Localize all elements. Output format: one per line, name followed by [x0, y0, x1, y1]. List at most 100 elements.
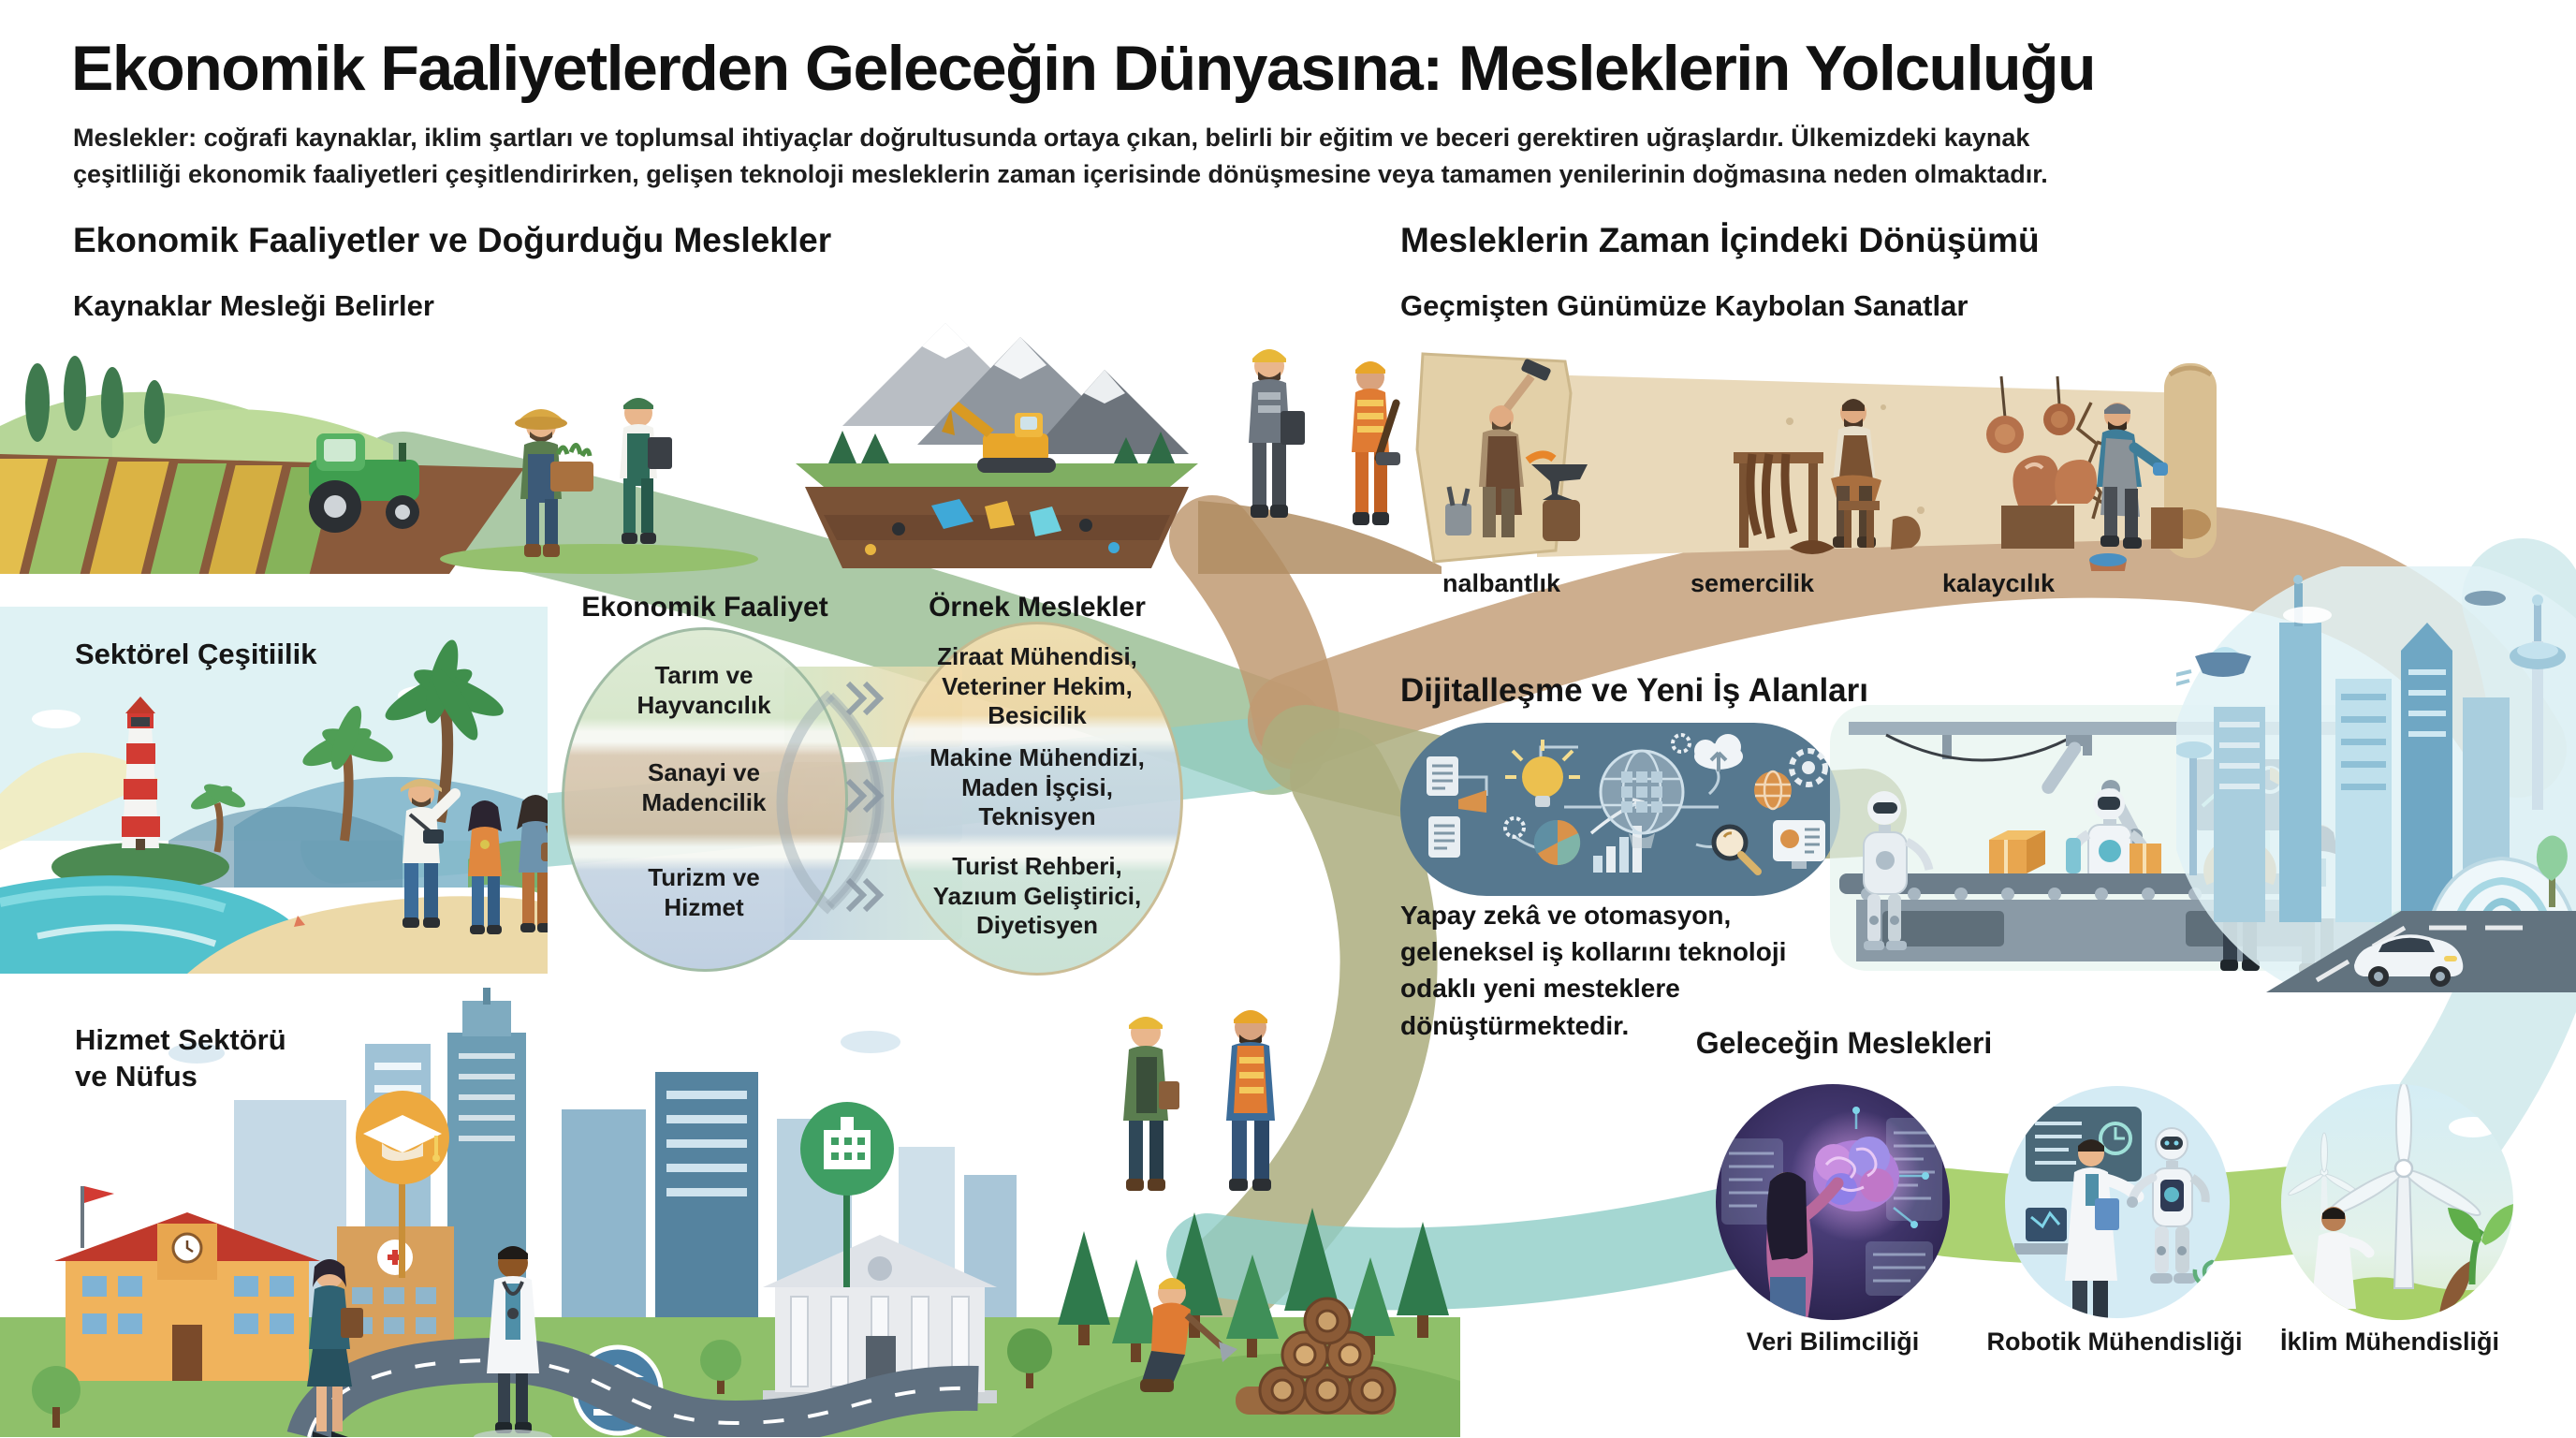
digital-paragraph: Yapay zekâ ve otomasyon, geleneksel iş k… — [1400, 901, 1787, 1040]
drone — [2465, 591, 2506, 606]
futuristic-city-scene — [2176, 566, 2576, 992]
school-building — [54, 1186, 320, 1381]
mining-worker — [1352, 361, 1400, 525]
lighthouse — [122, 697, 160, 850]
tourist-woman-bag — [517, 795, 548, 932]
chevron-right-icon — [845, 681, 885, 913]
tin-pot — [2089, 553, 2127, 571]
activities-ellipse — [562, 627, 848, 972]
autonomous-car — [2354, 934, 2464, 987]
axe — [1219, 1342, 1237, 1362]
wind-turbine-icon — [2326, 1084, 2481, 1289]
left-section-title: Ekonomik Faaliyetler ve Doğurduğu Meslek… — [73, 221, 832, 259]
resources-caption: Kaynaklar Mesleği Belirler — [73, 289, 434, 322]
professions-row-1: Ziraat Mühendisi, Veteriner Hekim, Besic… — [937, 642, 1137, 730]
desk-monitor — [2026, 1208, 2067, 1241]
teacher-tablet — [341, 1308, 363, 1338]
professions-ellipse — [891, 622, 1183, 976]
blacksmith-vignette — [1445, 359, 1588, 541]
big-gear-icon — [1789, 748, 1828, 787]
leather-straps — [1746, 453, 1798, 539]
activity-row-3: Turizm ve Hizmet — [648, 863, 760, 921]
document-icon — [1427, 756, 1460, 858]
lightbulb-icon — [1505, 740, 1580, 807]
copper-jugs — [2001, 455, 2097, 549]
activity-row-1: Tarım ve Hayvancılık — [637, 661, 771, 719]
future-label-iklim: İklim Mühendisliği — [2279, 1328, 2500, 1356]
professions-header: Örnek Meslekler — [929, 592, 1146, 623]
megaphone-icon — [1458, 790, 1486, 813]
digital-section-title: Dijitalleşme ve Yeni İş Alanları — [1400, 672, 1868, 709]
humanoid-robot — [2127, 1127, 2210, 1284]
future-circle-climate — [2281, 1084, 2513, 1320]
right-section-title: Mesleklerin Zaman İçindeki Dönüşümü — [1400, 221, 2040, 259]
saddler-vignette — [1734, 399, 1921, 554]
activities-header: Ekonomik Faaliyet — [581, 592, 828, 623]
pie-chart-icon — [1533, 819, 1581, 866]
mine-mountain — [796, 323, 1198, 568]
excavator — [942, 402, 1056, 473]
future-circle-robotics — [2005, 1086, 2230, 1318]
future-label-robotik: Robotik Mühendisliği — [1986, 1328, 2243, 1356]
page-title: Ekonomik Faaliyetlerden Geleceğin Dünyas… — [71, 33, 2097, 104]
tourist-woman-orange — [468, 800, 502, 934]
lost-art-label-kalaycilik: kalaycılık — [1941, 569, 2056, 597]
doctor-figure-future — [2065, 1139, 2144, 1318]
future-tree — [2536, 835, 2568, 907]
service-caption: Hizmet Sektörü ve Nüfus — [75, 1023, 286, 1093]
teacher-figure — [307, 1259, 363, 1437]
clipboard — [648, 437, 672, 469]
produce-crate — [550, 462, 593, 492]
graduation-badge — [356, 1091, 449, 1278]
standing-robot — [1863, 791, 1934, 950]
city-service-scene — [0, 988, 1460, 1437]
needle-tower — [2510, 594, 2566, 810]
mining-engineer — [1249, 349, 1305, 518]
clipboard-blue — [2095, 1198, 2119, 1230]
professions-row-3: Turist Rehberi, Yazıum Geliştirici, Diye… — [932, 852, 1142, 940]
lost-art-label-semercilik: semercilik — [1690, 569, 1815, 597]
tinsmith-stool — [2151, 507, 2183, 549]
sledgehammer — [1374, 399, 1400, 462]
sector-caption: Sektörel Çeşitiilik — [75, 638, 317, 670]
strap-coil — [1790, 540, 1835, 554]
hammer-icon — [1521, 359, 1551, 381]
beach-sand — [187, 896, 548, 974]
hanging-pans — [1986, 375, 2075, 453]
doctor-figure — [474, 1246, 552, 1437]
stethoscope — [507, 1308, 519, 1319]
globe-grid-icon — [1599, 749, 1685, 848]
climate-engineer-figure — [2311, 1207, 2375, 1320]
tourism-scene — [0, 607, 548, 974]
agriculture-mining-scene — [0, 323, 1442, 574]
future-section-title: Geleceğin Meslekleri — [1695, 1026, 1993, 1060]
lost-arts-caption: Geçmişten Günümüze Kaybolan Sanatlar — [1400, 289, 1969, 322]
earth-cross-section — [805, 487, 1189, 568]
tractor — [309, 433, 419, 533]
forestry-worker-orange — [1226, 1010, 1275, 1191]
shoulder-bag — [541, 843, 548, 861]
camera — [423, 829, 444, 844]
flying-car — [2176, 647, 2251, 686]
future-circle-data-science — [1716, 1084, 1950, 1320]
page-subtitle: Meslekler: coğrafi kaynaklar, iklim şart… — [73, 124, 2048, 189]
lost-art-label-nalbantlik: nalbantlık — [1442, 569, 1561, 597]
farmer-with-crate — [515, 409, 593, 557]
lumberjack — [1140, 1278, 1237, 1392]
flow-ribbon-center-to-city — [1178, 728, 1438, 1331]
tinsmith-vignette — [1986, 375, 2183, 571]
activity-row-2: Sanayi ve Madencilik — [641, 758, 767, 816]
activity-professions-mapping: Ekonomik Faaliyet Örnek Meslekler Tarım … — [550, 573, 1196, 985]
anvil-icon — [1531, 464, 1588, 541]
mapping-arrows — [776, 681, 885, 915]
data-scientist-figure — [1766, 1172, 1844, 1320]
lost-arts-scene — [1415, 352, 2217, 571]
magnifier-icon — [1711, 824, 1762, 875]
small-gear-icon — [1503, 816, 1526, 839]
cloud-upload-icon — [1694, 734, 1743, 771]
street-trees — [32, 1328, 1052, 1428]
monitor-icon — [1773, 820, 1825, 869]
globe-orange-icon — [1754, 770, 1792, 811]
professions-row-2: Makine Mühendizi, Maden İşçisi, Teknisye… — [929, 743, 1145, 831]
